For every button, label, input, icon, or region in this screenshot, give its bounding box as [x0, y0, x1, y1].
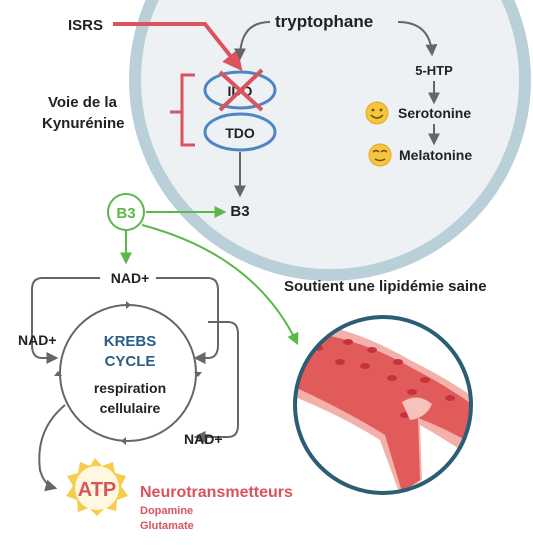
b3-badge-label: B3: [116, 205, 135, 222]
krebs-cycle-ring: [59, 304, 197, 442]
b3-badge: [107, 193, 145, 231]
loop-left: [31, 277, 100, 364]
kynurenine-bracket: [170, 73, 195, 147]
tdo-label: TDO: [225, 125, 255, 141]
cell-circle: [129, 0, 531, 281]
ido-blocked-cross: [218, 68, 264, 112]
respiration-label-line2: cellulaire: [100, 400, 161, 416]
respiration-label-line1: respiration: [94, 380, 166, 396]
neuro-title: Neurotransmetteurs: [140, 484, 293, 501]
tryptophane-label: tryptophane: [275, 12, 373, 31]
sleepy-face-icon: [368, 143, 392, 167]
nad-left-label: NAD+: [18, 332, 57, 348]
tdo-enzyme: [203, 112, 277, 152]
neuro-item-glutamate: Glutamate: [140, 520, 194, 532]
b3-to-lipid-arrow: [141, 224, 299, 346]
nad-bottom-label: NAD+: [184, 431, 223, 447]
isrs-arrow: [113, 22, 243, 72]
voie-label-line2: Kynurénine: [42, 115, 125, 132]
loop-top-right: [156, 277, 219, 364]
serotonine-label: Serotonine: [398, 105, 471, 121]
voie-label-line1: Voie de la: [48, 94, 118, 111]
tryptophane-to-ido-arrow: [234, 21, 271, 61]
loop-right: [193, 321, 239, 443]
smiley-face-icon: [365, 101, 389, 125]
krebs-label-line2: CYCLE: [105, 353, 156, 370]
krebs-label-line1: KREBS: [104, 333, 157, 350]
melatonine-label: Melatonine: [399, 147, 472, 163]
b3-target-label: B3: [230, 203, 249, 220]
tryptophane-to-htp-arrow: [397, 21, 438, 57]
krebs-to-atp-arrow: [38, 404, 66, 492]
nad-top-label: NAD+: [111, 270, 150, 286]
blood-vessel-illustration: [293, 315, 473, 495]
atp-label: ATP: [78, 479, 117, 501]
lipid-label: Soutient une lipidémie saine: [284, 278, 487, 295]
isrs-label: ISRS: [68, 17, 103, 34]
neuro-item-dopamine: Dopamine: [140, 505, 193, 517]
htp-label: 5-HTP: [415, 63, 453, 78]
